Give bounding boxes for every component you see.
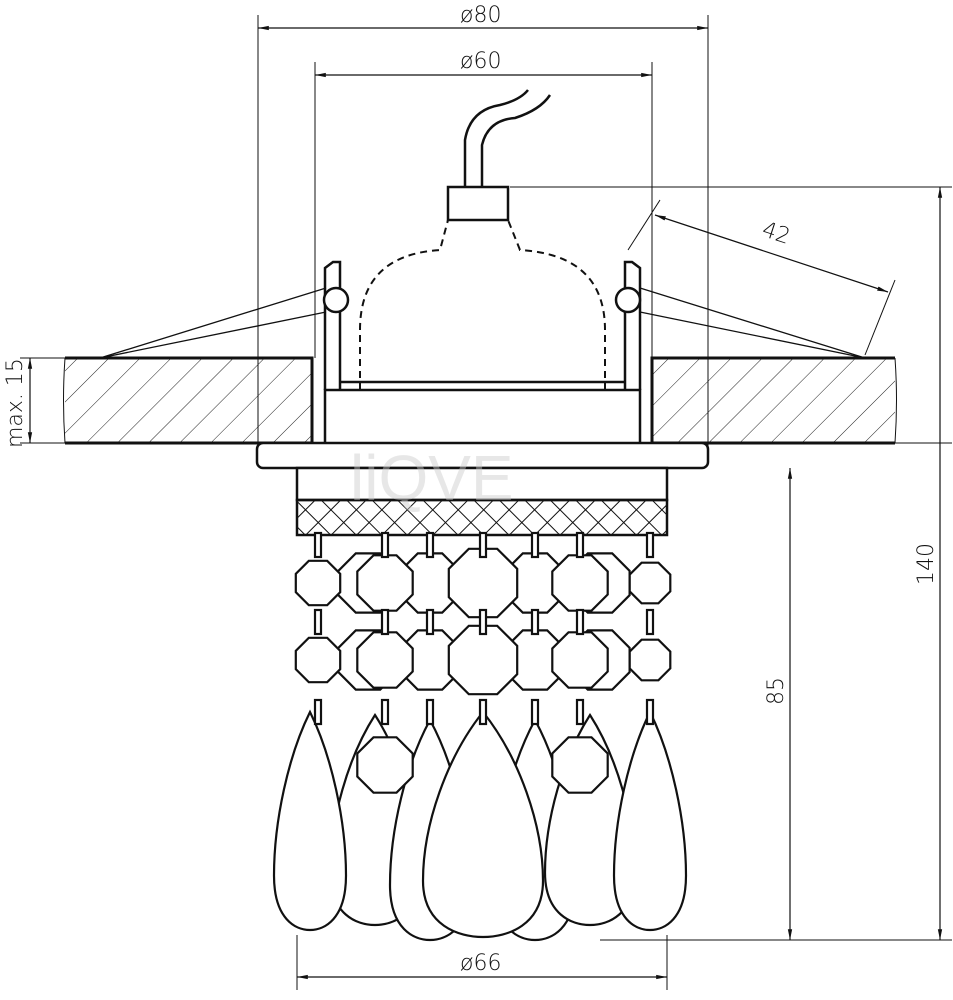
octagon-crystal	[356, 736, 414, 794]
crystal-link	[425, 531, 435, 559]
dim-visible-height: 85	[764, 677, 789, 705]
extension-lines	[20, 15, 952, 990]
octagon-crystal	[356, 554, 414, 612]
crystal-link	[575, 608, 585, 636]
dim-bottom-diameter: ø66	[460, 951, 501, 976]
crystal-link	[478, 531, 488, 559]
octagon-crystal	[628, 638, 672, 682]
teardrop-crystal	[272, 709, 348, 932]
crystal-link	[425, 608, 435, 636]
octagon-crystal	[551, 736, 609, 794]
crystal-link	[478, 698, 488, 726]
octagon-crystal	[294, 559, 342, 607]
crystal-link	[530, 698, 540, 726]
ceiling-right	[650, 356, 897, 445]
crystal-link	[645, 531, 655, 559]
teardrop-crystal	[612, 709, 688, 932]
crystal-body	[272, 466, 688, 942]
octagon-crystal	[294, 636, 342, 684]
crystal-link	[380, 531, 390, 559]
dim-max-thickness: max. 15	[3, 358, 28, 448]
crystal-link	[575, 698, 585, 726]
crystal-link	[530, 531, 540, 559]
dim-clip-length: 42	[759, 217, 793, 249]
housing	[255, 260, 710, 470]
crystal-link	[645, 698, 655, 726]
dimension-lines	[27, 25, 943, 980]
dim-outer-diameter: ø80	[460, 3, 501, 28]
octagon-crystal	[447, 547, 519, 619]
crystal-link	[313, 531, 323, 559]
crystal-link	[380, 698, 390, 726]
ceiling-left	[63, 356, 314, 445]
crystal-link	[478, 608, 488, 636]
crystal-link	[575, 531, 585, 559]
crystal-link	[313, 608, 323, 636]
octagon-crystal	[356, 631, 414, 689]
crystal-link	[425, 698, 435, 726]
crystal-link	[380, 608, 390, 636]
octagon-crystal	[551, 554, 609, 612]
crystal-link	[313, 698, 323, 726]
octagon-crystal	[447, 624, 519, 696]
watermark: liQVE	[350, 442, 514, 514]
dim-cutout-diameter: ø60	[460, 49, 501, 74]
dim-total-height: 140	[914, 543, 939, 585]
octagon-crystal	[551, 631, 609, 689]
lamp-bulb	[359, 89, 606, 390]
crystal-link	[645, 608, 655, 636]
teardrop-crystal	[421, 710, 545, 939]
crystal-link	[530, 608, 540, 636]
octagon-crystal	[628, 561, 672, 605]
spring-clips	[99, 287, 866, 359]
